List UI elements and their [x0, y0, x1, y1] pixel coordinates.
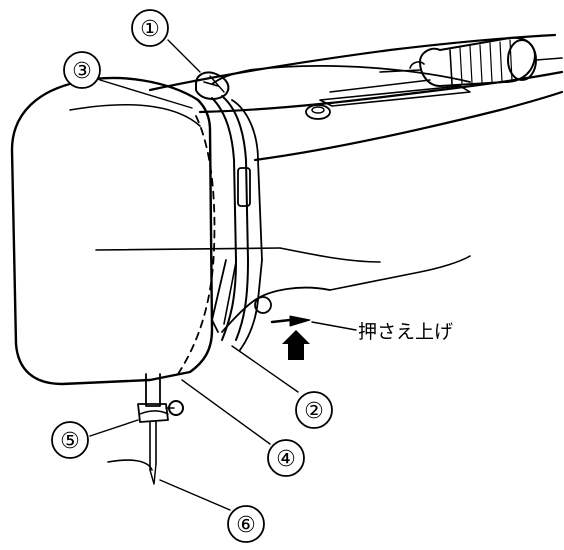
callout-1: ①: [131, 9, 169, 47]
callout-1-label: ①: [140, 17, 160, 42]
thread-guide: [195, 71, 230, 100]
callout-3-label: ③: [72, 59, 92, 84]
presser-foot-assembly: [137, 373, 184, 485]
callout-4-label: ④: [276, 447, 296, 472]
up-arrow-icon: [282, 330, 310, 360]
leader-4: [181, 379, 271, 445]
lower-thread: [107, 459, 153, 471]
leader-5: [89, 419, 139, 437]
callout-6: ⑥: [227, 505, 265, 543]
hidden-thread-path: [177, 115, 216, 375]
callout-3: ③: [63, 51, 101, 89]
callout-4: ④: [267, 439, 305, 477]
callout-2: ②: [295, 391, 333, 429]
leader-3: [99, 79, 193, 109]
leader-annotation: [311, 321, 357, 331]
presser-lift-label: 押さえ上げ: [358, 321, 453, 343]
leader-1: [167, 39, 201, 73]
presser-lifter: [270, 315, 311, 327]
callout-6-label: ⑥: [236, 513, 256, 538]
callout-2-label: ②: [304, 399, 324, 424]
callout-5: ⑤: [51, 421, 89, 459]
machine-head: [10, 76, 471, 386]
spool: [379, 36, 563, 87]
take-up-channel: [211, 95, 263, 351]
thread-line: [211, 65, 471, 85]
callout-5-label: ⑤: [60, 429, 80, 454]
leader-6: [159, 479, 231, 511]
leader-2: [231, 345, 299, 393]
